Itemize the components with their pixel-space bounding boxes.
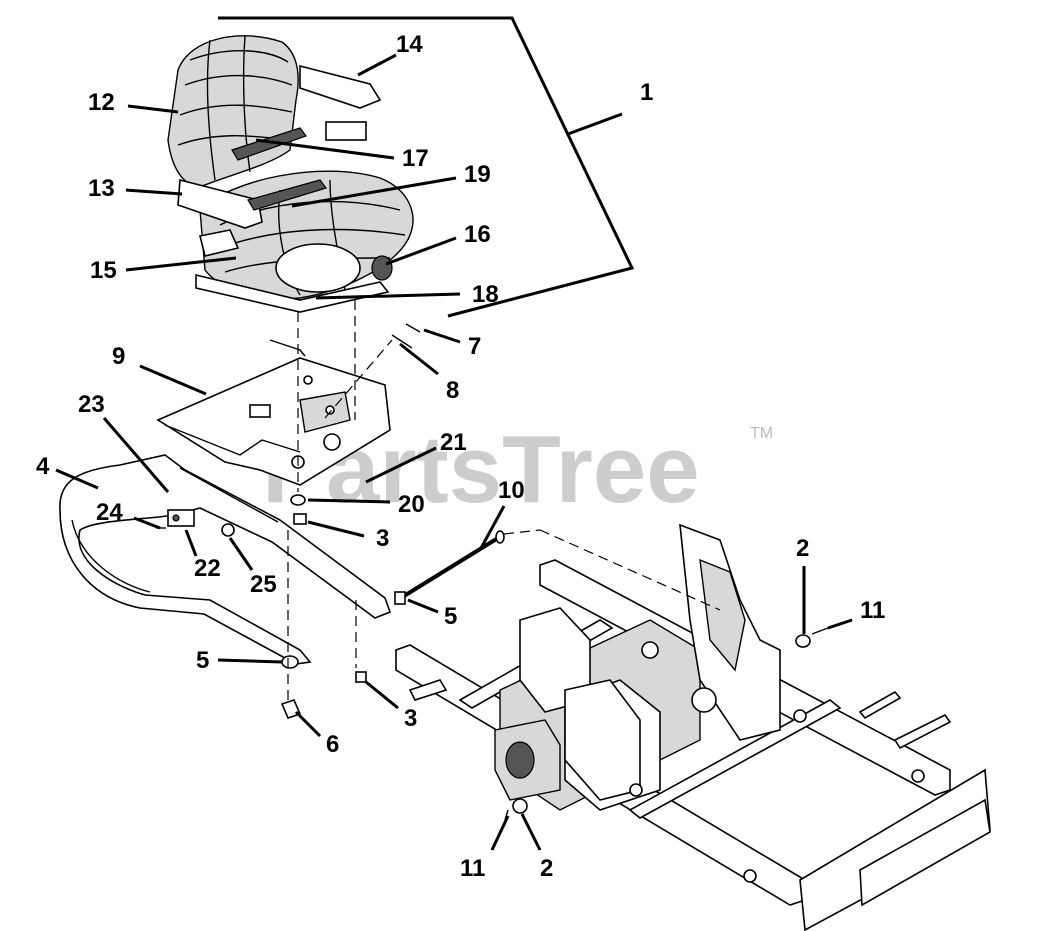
watermark-trademark: TM — [750, 425, 773, 442]
callout-1: 1 — [640, 79, 653, 106]
callout-8: 8 — [446, 377, 459, 404]
hardware — [156, 323, 829, 821]
callout-15: 15 — [90, 257, 117, 284]
callout-5-right: 5 — [444, 603, 457, 630]
callout-24: 24 — [96, 499, 123, 526]
callout-5-left: 5 — [196, 647, 209, 674]
callout-17: 17 — [402, 145, 429, 172]
callout-labels: 1 2 2 3 3 4 5 5 6 7 8 9 10 11 11 12 13 1… — [36, 31, 885, 882]
seat-assembly-icon — [167, 35, 414, 313]
callout-3-top: 3 — [376, 525, 389, 552]
callout-18: 18 — [472, 281, 499, 308]
callout-2-bottom: 2 — [540, 855, 553, 882]
seat-rail-icon — [59, 454, 392, 665]
callout-3-bottom: 3 — [404, 705, 417, 732]
callout-2-top: 2 — [796, 535, 809, 562]
callout-11-bottom: 11 — [460, 855, 485, 882]
centerlines — [287, 300, 721, 700]
leader-lines — [55, 53, 853, 851]
callout-20: 20 — [398, 491, 425, 518]
callout-19: 19 — [464, 161, 491, 188]
assembly-bracket — [218, 16, 635, 318]
callout-14: 14 — [396, 31, 423, 58]
mower-frame-icon — [395, 523, 991, 931]
callout-4: 4 — [36, 453, 50, 480]
callout-13: 13 — [88, 175, 115, 202]
callout-23: 23 — [78, 391, 105, 418]
callout-9: 9 — [112, 343, 125, 370]
callout-21: 21 — [440, 429, 467, 456]
callout-16: 16 — [464, 221, 491, 248]
callout-11-top: 11 — [860, 597, 885, 624]
callout-6: 6 — [326, 731, 339, 758]
callout-22: 22 — [194, 555, 221, 582]
callout-10: 10 — [498, 477, 525, 504]
pivot-rod-icon — [402, 530, 505, 598]
callout-12: 12 — [88, 89, 115, 116]
callout-7: 7 — [468, 333, 481, 360]
callout-25: 25 — [250, 571, 277, 598]
